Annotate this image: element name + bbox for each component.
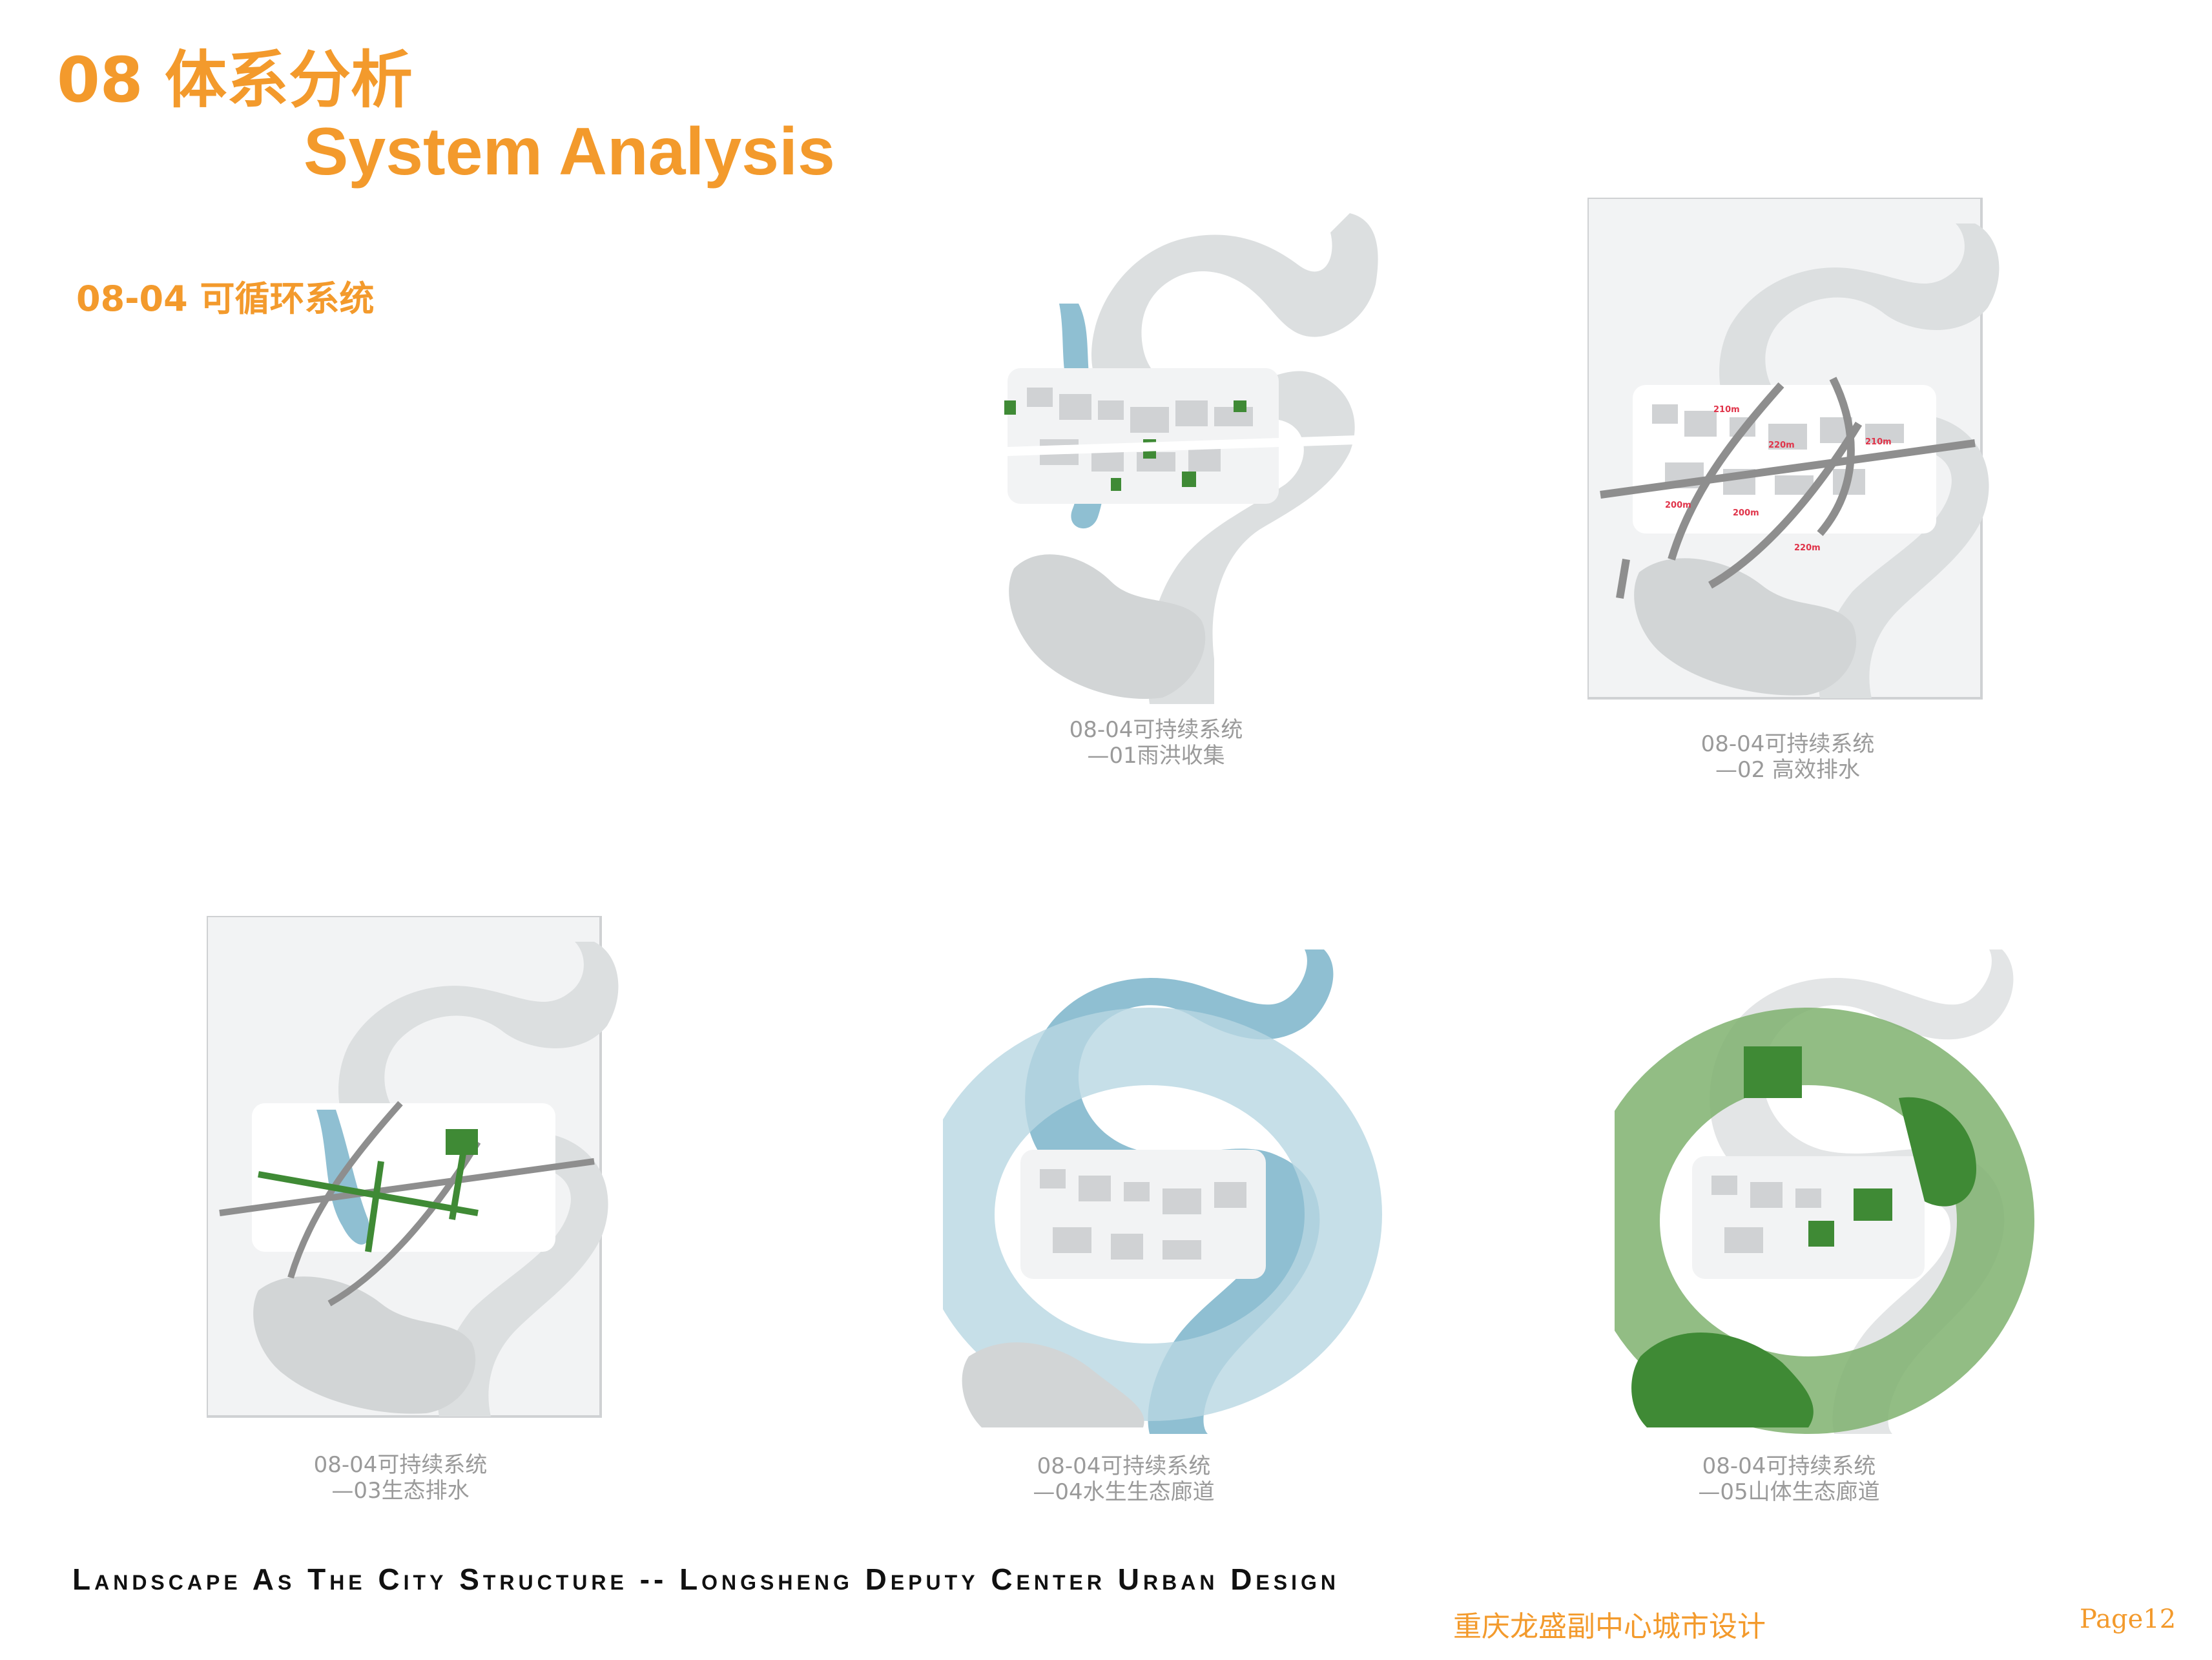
building-blocks: [1711, 1176, 1821, 1253]
distance-label: 220m: [1794, 543, 1821, 553]
water-corridor-ring: [943, 1008, 1382, 1421]
map-panel-rain-collection: 08-04可持续系统 —01雨洪收集: [988, 207, 1382, 769]
hill-area: [1009, 554, 1206, 699]
water-corridor-map: [943, 949, 1382, 1434]
river-terrain: [338, 942, 619, 1416]
distance-label: 200m: [1733, 508, 1759, 518]
section-title: 08-04 可循环系统: [76, 278, 375, 319]
green-patch: [446, 1129, 478, 1155]
drainage-map: 210m 220m 210m 200m 200m 220m: [1587, 198, 2000, 700]
distance-labels: 210m 220m 210m 200m 200m 220m: [1665, 405, 1892, 553]
footer-project-title-cn: 重庆龙盛副中心城市设计: [1453, 1610, 1766, 1643]
map-panel-water-corridor: 08-04可持续系统 —04水生生态廊道: [943, 943, 1395, 1511]
drainage-arrows: [1600, 377, 1976, 599]
footer-project-title: Landscape As The City Structure -- Longs…: [72, 1562, 1340, 1596]
caption-panel-5: 08-04可持续系统 —05山体生态廊道: [1653, 1453, 1925, 1505]
caption-panel-1: 08-04可持续系统 —01雨洪收集: [1027, 717, 1285, 769]
caption-panel-3: 08-04可持续系统 —03生态排水: [271, 1452, 530, 1504]
caption-line-1: 08-04可持续系统: [1700, 731, 1875, 757]
map-panel-drainage: 210m 220m 210m 200m 200m 220m 08-04可持续系统…: [1587, 198, 2040, 783]
page-title-en: System Analysis: [304, 114, 835, 189]
distance-label: 210m: [1865, 437, 1892, 447]
caption-line-1: 08-04可持续系统: [1069, 717, 1243, 743]
hill-area: [962, 1342, 1144, 1427]
distance-label: 200m: [1665, 501, 1691, 510]
river-terrain: [1719, 223, 2000, 698]
rain-collection-map: [988, 213, 1378, 704]
hill-area: [253, 1276, 476, 1414]
hill-area: [1634, 558, 1857, 696]
caption-line-2: —05山体生态廊道: [1698, 1479, 1880, 1505]
caption-line-2: —04水生生态廊道: [1033, 1479, 1215, 1505]
caption-line-2: —02 高效排水: [1715, 757, 1861, 783]
caption-line-2: —01雨洪收集: [1087, 743, 1225, 769]
mountain-corridor-map: [1615, 949, 2034, 1434]
urban-blocks: [252, 1103, 555, 1252]
map-panel-mountain-corridor: 08-04可持续系统 —05山体生态廊道: [1615, 943, 2067, 1511]
green-patches: [1631, 1046, 1976, 1427]
river-terrain: [1091, 213, 1378, 704]
map-panel-eco-drainage: 08-04可持续系统 —03生态排水: [207, 916, 659, 1510]
caption-line-1: 08-04可持续系统: [1702, 1453, 1876, 1479]
distance-label: 220m: [1768, 441, 1795, 450]
caption-line-1: 08-04可持续系统: [313, 1452, 488, 1478]
page-title-cn: 08 体系分析: [57, 44, 413, 116]
caption-panel-2: 08-04可持续系统 —02 高效排水: [1659, 731, 1917, 783]
eco-drainage-map: [207, 916, 619, 1418]
caption-line-2: —03生态排水: [331, 1478, 470, 1504]
building-blocks: [1040, 1169, 1246, 1260]
main-road: [988, 435, 1376, 457]
page-number: Page12: [2080, 1604, 2176, 1634]
caption-line-1: 08-04可持续系统: [1037, 1453, 1211, 1479]
urban-blocks: [1633, 385, 1936, 534]
caption-panel-4: 08-04可持续系统 —04水生生态廊道: [988, 1453, 1259, 1505]
distance-label: 210m: [1713, 405, 1740, 415]
